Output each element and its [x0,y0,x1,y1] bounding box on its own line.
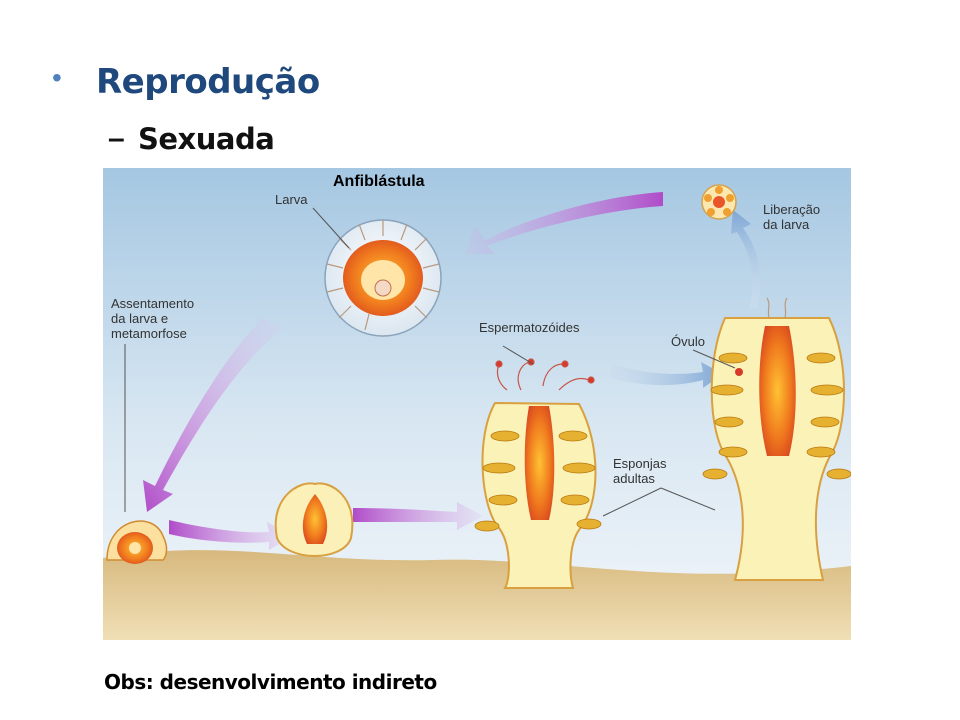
sperm-release [495,358,595,391]
label-anfiblastula: Anfiblástula [333,173,425,190]
label-liberacao-larva: Liberação da larva [763,202,821,232]
slide-subtitle: Sexuada [138,122,275,156]
diagram-illustration [103,168,852,640]
label-espermatozoides: Espermatozóides [479,320,580,335]
label-ovulo: Óvulo [671,334,705,349]
adult-sponge-2 [702,297,852,581]
sperm-pointer-line [502,345,534,365]
label-assentamento: Assentamento da larva e metamorfose [111,296,195,341]
released-larva-icon [701,184,737,220]
adult-sponge-1 [474,358,602,589]
adults-pointer-line-1 [602,487,662,517]
sub-bullet-dash: – [108,122,125,155]
larva-pointer-line [312,207,350,249]
arrow-to-larva-release [731,210,761,308]
arrow-young-to-adult [353,502,483,530]
label-larva: Larva [275,192,308,207]
slide-title: Reprodução [96,62,320,102]
label-esponjas-adultas: Esponjas adultas [613,456,667,486]
sea-floor [103,550,851,640]
sponge-life-cycle-diagram: Anfiblástula Larva Liberação da larva As… [103,168,852,640]
observation-note: Obs: desenvolvimento indireto [104,670,437,694]
arrow-sperm-to-ovum [609,362,723,388]
arrow-release-to-larva [465,192,663,254]
adults-pointer-line-2 [660,487,716,511]
ovum-pointer-line [692,349,736,369]
young-sponge [274,482,354,557]
arrow-larva-to-settlement [143,318,283,512]
settling-larva [106,520,168,564]
ovum-marker [735,368,743,376]
larva-cilia [326,220,440,331]
arrow-settlement-to-young [169,520,293,550]
bullet-marker: • [52,62,62,93]
